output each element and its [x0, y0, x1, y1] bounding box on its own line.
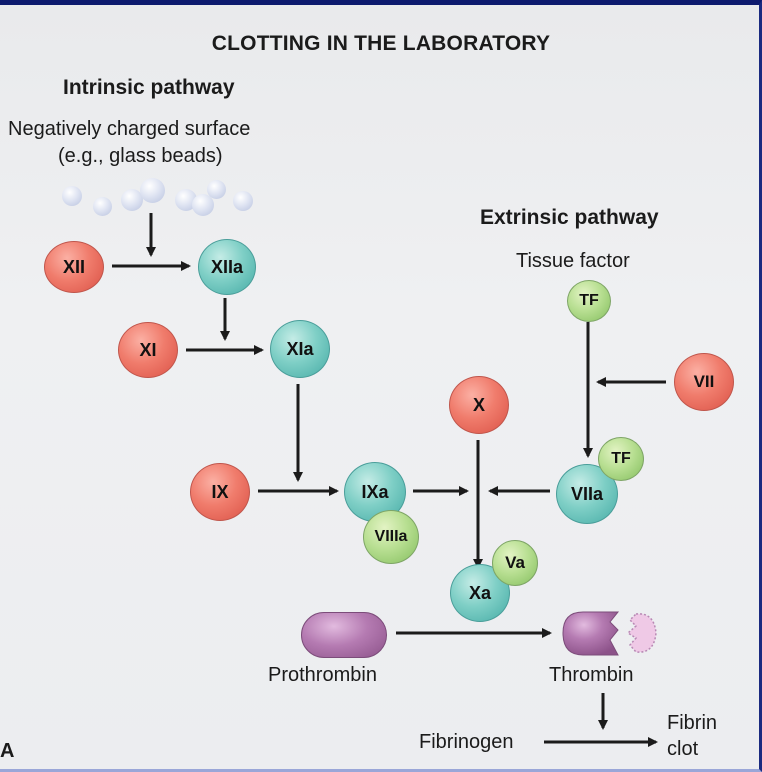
cleaved-fragment-shape	[626, 613, 657, 653]
fibrinogen-label: Fibrinogen	[419, 731, 514, 753]
glass-bead	[140, 178, 165, 203]
surface-label-line1: Negatively charged surface	[8, 118, 251, 140]
tissue-factor-label: Tissue factor	[516, 250, 630, 272]
glass-bead	[62, 186, 82, 206]
factor-viia-label: VIIa	[570, 483, 604, 504]
factor-xi-node: XI	[118, 322, 178, 378]
factor-ix-label: IX	[211, 481, 229, 502]
glass-bead	[175, 189, 197, 211]
prothrombin-shape	[301, 612, 387, 658]
factor-va-label: Va	[505, 553, 525, 572]
factor-x-node: X	[449, 376, 509, 434]
factor-va-node: Va	[492, 540, 538, 586]
glass-bead	[233, 191, 253, 211]
factor-xiia-node: XIIa	[198, 239, 256, 295]
thrombin-shape	[562, 611, 620, 656]
factor-xia-node: XIa	[270, 320, 330, 378]
panel-letter: A	[0, 740, 15, 762]
diagram-title: CLOTTING IN THE LABORATORY	[211, 32, 551, 55]
tissue-factor-node: TF	[567, 280, 611, 322]
bound-tissue-factor-node: TF	[598, 437, 644, 481]
factor-xa-label: Xa	[468, 582, 492, 603]
factor-ixa-label: IXa	[361, 481, 389, 502]
factor-xiia-label: XIIa	[210, 256, 244, 277]
factor-x-label: X	[472, 394, 485, 415]
thrombin-label: Thrombin	[549, 664, 634, 686]
tissue-factor-label-node: TF	[579, 292, 599, 309]
factor-xia-label: XIa	[286, 338, 314, 359]
factor-ixa-node: IXa	[344, 462, 406, 522]
factor-vii-node: VII	[674, 353, 734, 411]
surface-label-line2: (e.g., glass beads)	[58, 145, 223, 167]
glass-bead	[93, 197, 112, 216]
factor-viiia-label: VIIIa	[374, 528, 408, 545]
glass-bead	[121, 189, 143, 211]
factor-ix-node: IX	[190, 463, 250, 521]
glass-bead	[207, 180, 226, 199]
glass-bead	[192, 194, 214, 216]
factor-vii-label: VII	[693, 372, 715, 391]
intrinsic-pathway-heading: Intrinsic pathway	[63, 76, 235, 99]
extrinsic-pathway-heading: Extrinsic pathway	[480, 206, 659, 229]
fibrin-label-line1: Fibrin	[667, 712, 718, 734]
factor-xi-label: XI	[139, 339, 157, 360]
fibrin-label-line2: clot	[667, 738, 699, 760]
prothrombin-label: Prothrombin	[268, 664, 377, 686]
factor-viiia-node: VIIIa	[363, 510, 419, 564]
factor-xii-label: XII	[62, 256, 85, 277]
bound-tissue-factor-label: TF	[611, 450, 631, 467]
factor-xii-node: XII	[44, 241, 104, 293]
